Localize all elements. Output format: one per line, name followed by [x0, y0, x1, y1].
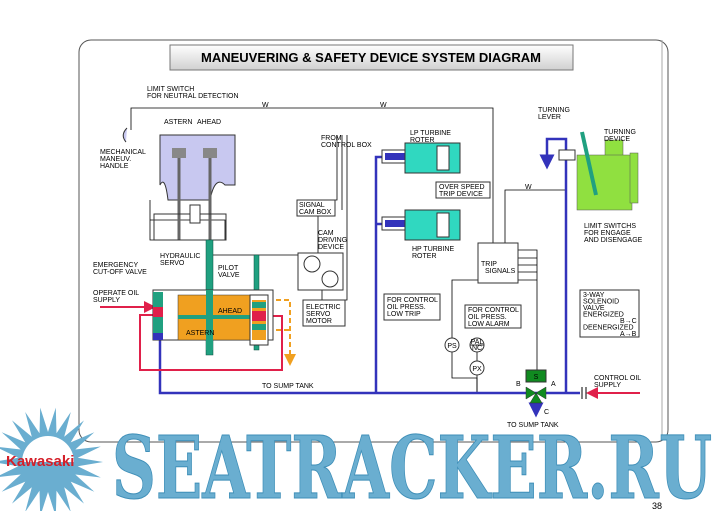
label-astern: ASTERN	[164, 119, 192, 126]
label-port-a: A	[551, 381, 556, 388]
kawasaki-logo: Kawasaki	[6, 453, 74, 470]
title-box: MANEUVERING & SAFETY DEVICE SYSTEM DIAGR…	[169, 44, 574, 71]
label-port-c: C	[544, 409, 549, 416]
page-number: 38	[652, 501, 662, 511]
overspeed-trip-box	[435, 181, 491, 199]
cam-driving-device	[297, 252, 344, 291]
pressure-switch-ps	[444, 337, 460, 353]
label-ahead: AHEAD	[197, 119, 221, 126]
label-ps: PS	[447, 343, 457, 350]
wire-mark-w: W	[525, 184, 532, 191]
sunburst-center	[22, 436, 74, 462]
label-port-b: B	[516, 381, 521, 388]
diagram-title: MANEUVERING & SAFETY DEVICE SYSTEM DIAGR…	[201, 50, 541, 65]
lp-turbine	[381, 142, 461, 174]
orifice-icon	[581, 387, 587, 399]
label-pal: PAL	[471, 339, 484, 346]
hp-turbine	[381, 209, 461, 241]
turning-device	[558, 131, 639, 211]
pressure-transmitter-px	[469, 360, 485, 376]
electric-servo-motor-box	[302, 299, 346, 327]
label-to-sump-2: TO SUMP TANK	[507, 422, 559, 429]
trip-signals-box	[477, 242, 519, 284]
label-to-sump-1: TO SUMP TANK	[262, 383, 314, 390]
signal-cam-box	[296, 199, 336, 217]
slide-frame	[78, 39, 669, 443]
hydraulic-servo	[177, 290, 269, 350]
watermark-text: SEATRACKER.RU	[112, 418, 712, 511]
solenoid-note-box	[579, 289, 640, 338]
mechanical-handle-icon	[122, 127, 128, 143]
low-alarm-box	[464, 304, 522, 329]
label-servo-astern: ASTERN	[186, 330, 214, 337]
solenoid-valve	[525, 369, 547, 404]
label-servo-ahead: AHEAD	[218, 308, 242, 315]
sunburst-icon	[0, 407, 103, 511]
wire-mark-w: W	[262, 102, 269, 109]
label-solenoid-s: S	[534, 374, 539, 381]
label-px: PX	[472, 366, 482, 373]
low-trip-box	[383, 293, 441, 321]
maneuvering-valve	[153, 134, 236, 241]
turning-lever	[580, 131, 598, 196]
label-nc: NC	[472, 345, 482, 352]
watermark: SEATRACKER.RU Kawasaki 38	[0, 407, 713, 511]
wire-mark-w: W	[380, 102, 387, 109]
supply-lines	[100, 301, 640, 399]
